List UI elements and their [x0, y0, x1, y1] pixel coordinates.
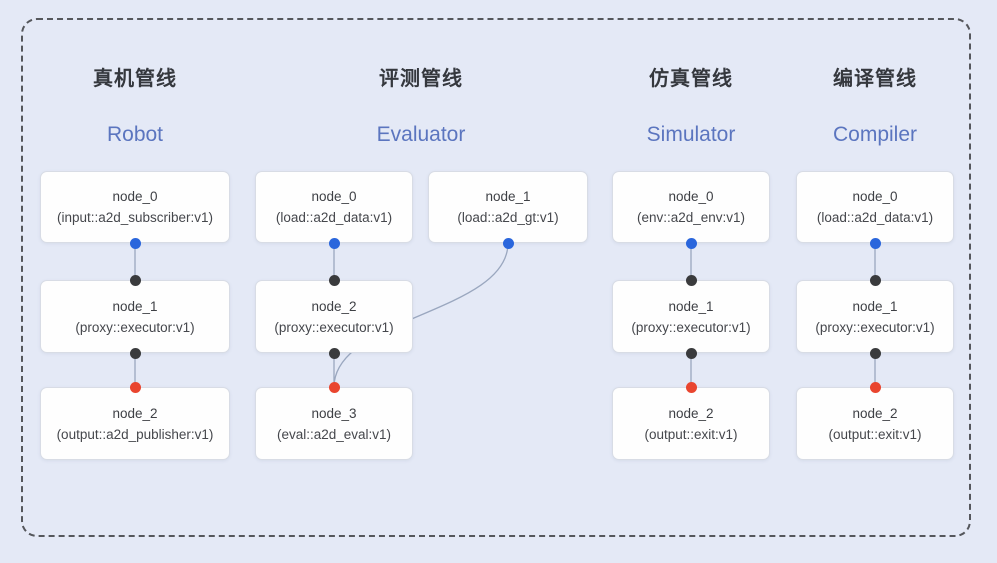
graph-node[interactable]: node_1(proxy::executor:v1)	[40, 280, 230, 353]
node-name: node_2	[311, 298, 357, 314]
graph-node[interactable]: node_1(proxy::executor:v1)	[796, 280, 954, 353]
graph-node[interactable]: node_3(eval::a2d_eval:v1)	[255, 387, 413, 460]
pipeline-subtitle-en: Evaluator	[376, 123, 466, 146]
pipeline-title-zh: 编译管线	[833, 68, 917, 90]
node-name: node_3	[311, 405, 357, 421]
output-port-dot[interactable]	[685, 347, 697, 359]
graph-node[interactable]: node_0(load::a2d_data:v1)	[796, 171, 954, 243]
node-name: node_0	[112, 189, 158, 204]
node-type: (load::a2d_gt:v1)	[457, 210, 559, 225]
pipeline-subtitle-en: Compiler	[832, 123, 918, 146]
node-type: (eval::a2d_eval:v1)	[276, 426, 392, 442]
graph-node[interactable]: node_0(input::a2d_subscriber:v1)	[40, 171, 230, 243]
node-type: (output::exit:v1)	[644, 426, 738, 442]
node-type: (proxy::executor:v1)	[815, 319, 935, 335]
node-name: node_0	[311, 189, 357, 204]
pipeline-subtitle-en: Robot	[106, 123, 164, 146]
graph-node[interactable]: node_1(load::a2d_gt:v1)	[428, 171, 588, 243]
output-port-dot[interactable]	[328, 237, 340, 249]
output-port-dot[interactable]	[328, 347, 340, 359]
input-port-dot[interactable]	[685, 274, 697, 286]
node-name: node_1	[852, 298, 898, 314]
pipeline-title-zh: 真机管线	[93, 68, 177, 90]
pipeline-title-zh: 评测管线	[379, 68, 463, 90]
node-name: node_2	[112, 405, 158, 421]
node-type: (env::a2d_env:v1)	[636, 210, 746, 225]
pipeline-subtitle-en: Simulator	[646, 123, 736, 146]
node-name: node_1	[112, 298, 158, 314]
output-port-dot[interactable]	[129, 347, 141, 359]
node-name: node_2	[668, 405, 714, 421]
node-name: node_0	[668, 189, 714, 204]
node-type: (output::exit:v1)	[828, 426, 922, 442]
graph-node[interactable]: node_2(output::exit:v1)	[796, 387, 954, 460]
input-port-dot[interactable]	[328, 381, 340, 393]
output-port-dot[interactable]	[129, 237, 141, 249]
output-port-dot[interactable]	[685, 237, 697, 249]
node-type: (input::a2d_subscriber:v1)	[56, 210, 214, 225]
graph-node[interactable]: node_0(env::a2d_env:v1)	[612, 171, 770, 243]
output-port-dot[interactable]	[869, 237, 881, 249]
node-name: node_1	[485, 189, 531, 204]
node-type: (load::a2d_data:v1)	[816, 210, 934, 225]
input-port-dot[interactable]	[328, 274, 340, 286]
edge-connector	[333, 242, 509, 388]
pipeline-title-zh: 仿真管线	[649, 68, 733, 90]
node-name: node_1	[668, 298, 714, 314]
output-port-dot[interactable]	[502, 237, 514, 249]
node-name: node_2	[852, 405, 898, 421]
graph-node[interactable]: node_2(output::exit:v1)	[612, 387, 770, 460]
node-type: (output::a2d_publisher:v1)	[56, 426, 214, 442]
input-port-dot[interactable]	[129, 381, 141, 393]
node-type: (proxy::executor:v1)	[631, 319, 751, 335]
graph-node[interactable]: node_2(proxy::executor:v1)	[255, 280, 413, 353]
node-type: (proxy::executor:v1)	[274, 319, 394, 335]
node-type: (proxy::executor:v1)	[75, 319, 195, 335]
graph-node[interactable]: node_1(proxy::executor:v1)	[612, 280, 770, 353]
input-port-dot[interactable]	[869, 381, 881, 393]
graph-node[interactable]: node_2(output::a2d_publisher:v1)	[40, 387, 230, 460]
node-name: node_0	[852, 189, 898, 204]
input-port-dot[interactable]	[685, 381, 697, 393]
node-type: (load::a2d_data:v1)	[275, 210, 393, 225]
graph-node[interactable]: node_0(load::a2d_data:v1)	[255, 171, 413, 243]
output-port-dot[interactable]	[869, 347, 881, 359]
input-port-dot[interactable]	[129, 274, 141, 286]
input-port-dot[interactable]	[869, 274, 881, 286]
